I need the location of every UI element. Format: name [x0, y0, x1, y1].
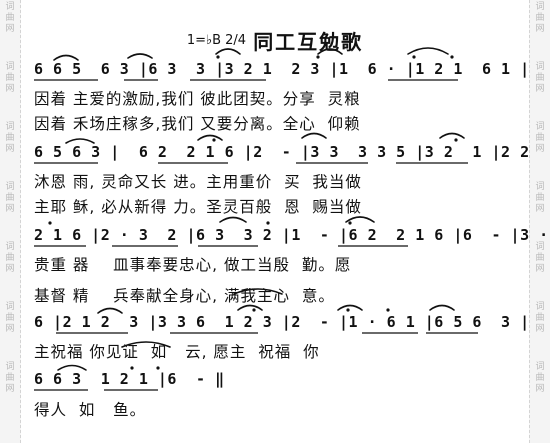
watermark-text: 词 曲 网 [535, 2, 545, 34]
title-row: 1=♭B 2/4 同工互勉歌 [28, 26, 522, 55]
notation-line: 6 6 5 6 3 |6 3 3 |3 2 1 2 3 |1 6 · |1 2 … [34, 60, 530, 78]
watermark-text: 词 曲 网 [535, 62, 545, 94]
watermark-text: 词 曲 网 [5, 302, 15, 334]
slur-mark [219, 216, 247, 223]
octave-dot [212, 138, 216, 142]
octave-dot [450, 55, 454, 59]
lyric-line: 沐恩 雨, 灵命又长 进。主用重价 买 我当做 [34, 173, 362, 191]
slur-mark [197, 134, 223, 141]
song-title: 同工互勉歌 [253, 30, 364, 54]
watermark-text: 词 曲 网 [535, 182, 545, 214]
lyric-line: 主耶 稣, 必从新得 力。圣灵百般 恩 赐当做 [34, 198, 362, 216]
slur-mark [345, 216, 375, 223]
lyric-line: 因着 禾场庄稼多,我们 又要分离。全心 仰赖 [34, 115, 361, 133]
slur-mark [439, 132, 465, 139]
octave-dot [346, 308, 350, 312]
watermark-text: 词 曲 网 [535, 302, 545, 334]
notation-line: 6 6 3 1 2 1 |6 - ‖ [34, 370, 225, 388]
watermark-text: 词 曲 网 [535, 242, 545, 274]
slur-mark [237, 304, 263, 311]
lyric-line: 主祝福 你见证 如 云, 愿主 祝福 你 [34, 343, 320, 361]
octave-dot [266, 221, 270, 225]
lyric-line: 得人 如 鱼。 [34, 401, 147, 419]
slur-mark [429, 304, 455, 311]
right-watermark-strip: 词 曲 网 词 曲 网 词 曲 网 词 曲 网 词 曲 网 词 曲 网 词 曲 … [529, 0, 550, 443]
lyric-line: 因着 主爱的激励,我们 彼此团契。分享 灵粮 [34, 90, 361, 108]
watermark-text: 词 曲 网 [5, 242, 15, 274]
lyric-line: 基督 精 兵奉献全身心, 满我主心 意。 [34, 287, 335, 305]
notation-line: 2 1 6 |2 · 3 2 |6 3 3 2 |1 - |6 2 2 1 6 … [34, 226, 549, 244]
octave-dot [348, 221, 352, 225]
watermark-text: 词 曲 网 [535, 362, 545, 394]
octave-dot [316, 55, 320, 59]
octave-dot [216, 55, 220, 59]
lyric-line: 贵重 器 皿事奉要忠心, 做工当殷 勤。愿 [34, 256, 352, 274]
octave-dot [412, 55, 416, 59]
octave-dot [454, 138, 458, 142]
watermark-text: 词 曲 网 [5, 122, 15, 154]
music-sheet: 1=♭B 2/4 同工互勉歌 6 6 5 6 3 |6 3 3 |3 2 1 2… [28, 0, 548, 443]
octave-dot [386, 308, 390, 312]
octave-dot [48, 221, 52, 225]
watermark-text: 词 曲 网 [535, 122, 545, 154]
notation-line: 6 |2 1 2 3 |3 3 6 1 2 3 |2 - |1 · 6 1 |6… [34, 313, 530, 331]
octave-dot [252, 308, 256, 312]
slur-mark [337, 304, 363, 311]
watermark-text: 词 曲 网 [5, 2, 15, 34]
notation-line: 6 5 6 3 | 6 2 2 1 6 |2 - |3 3 3 3 5 |3 2… [34, 143, 530, 161]
watermark-text: 词 曲 网 [5, 362, 15, 394]
key-signature: 1=♭B 2/4 [186, 33, 247, 48]
slur-mark [301, 132, 327, 139]
left-watermark-strip: 词 曲 网 词 曲 网 词 曲 网 词 曲 网 词 曲 网 词 曲 网 词 曲 … [0, 0, 21, 443]
watermark-text: 词 曲 网 [5, 182, 15, 214]
watermark-text: 词 曲 网 [5, 62, 15, 94]
